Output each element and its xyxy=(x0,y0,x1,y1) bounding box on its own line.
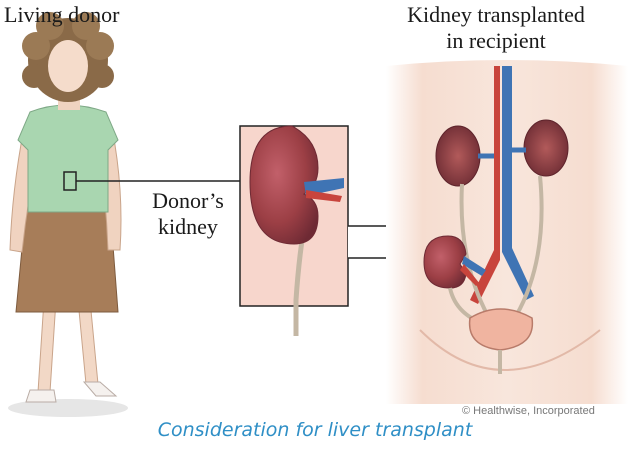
donor-blouse xyxy=(18,105,118,212)
donor-kidney-label-line-2: kidney xyxy=(138,214,238,240)
recipient-body xyxy=(386,60,628,404)
credit-text: © Healthwise, Incorporated xyxy=(462,405,595,417)
recipient-title-line-2: in recipient xyxy=(386,28,606,54)
transplanted-kidney xyxy=(424,236,466,288)
donor-left-shoe xyxy=(26,390,56,402)
donor-right-shoe xyxy=(84,382,116,396)
recipient-right-native-kidney xyxy=(524,120,568,176)
donor-kidney-label-line-1: Donor’s xyxy=(138,188,238,214)
caption: Consideration for liver transplant xyxy=(0,419,630,441)
recipient-title-line-1: Kidney transplanted xyxy=(386,2,606,28)
donor-left-leg xyxy=(38,300,56,392)
donor-right-leg xyxy=(78,300,98,384)
donor-face xyxy=(48,40,88,92)
living-donor-title: Living donor xyxy=(4,2,120,28)
donor-kidney-inset xyxy=(240,126,348,336)
donor-skirt xyxy=(16,206,118,312)
donor-kidney-label: Donor’s kidney xyxy=(138,188,238,240)
recipient-title: Kidney transplanted in recipient xyxy=(386,2,606,54)
recipient-left-native-kidney xyxy=(436,126,480,186)
